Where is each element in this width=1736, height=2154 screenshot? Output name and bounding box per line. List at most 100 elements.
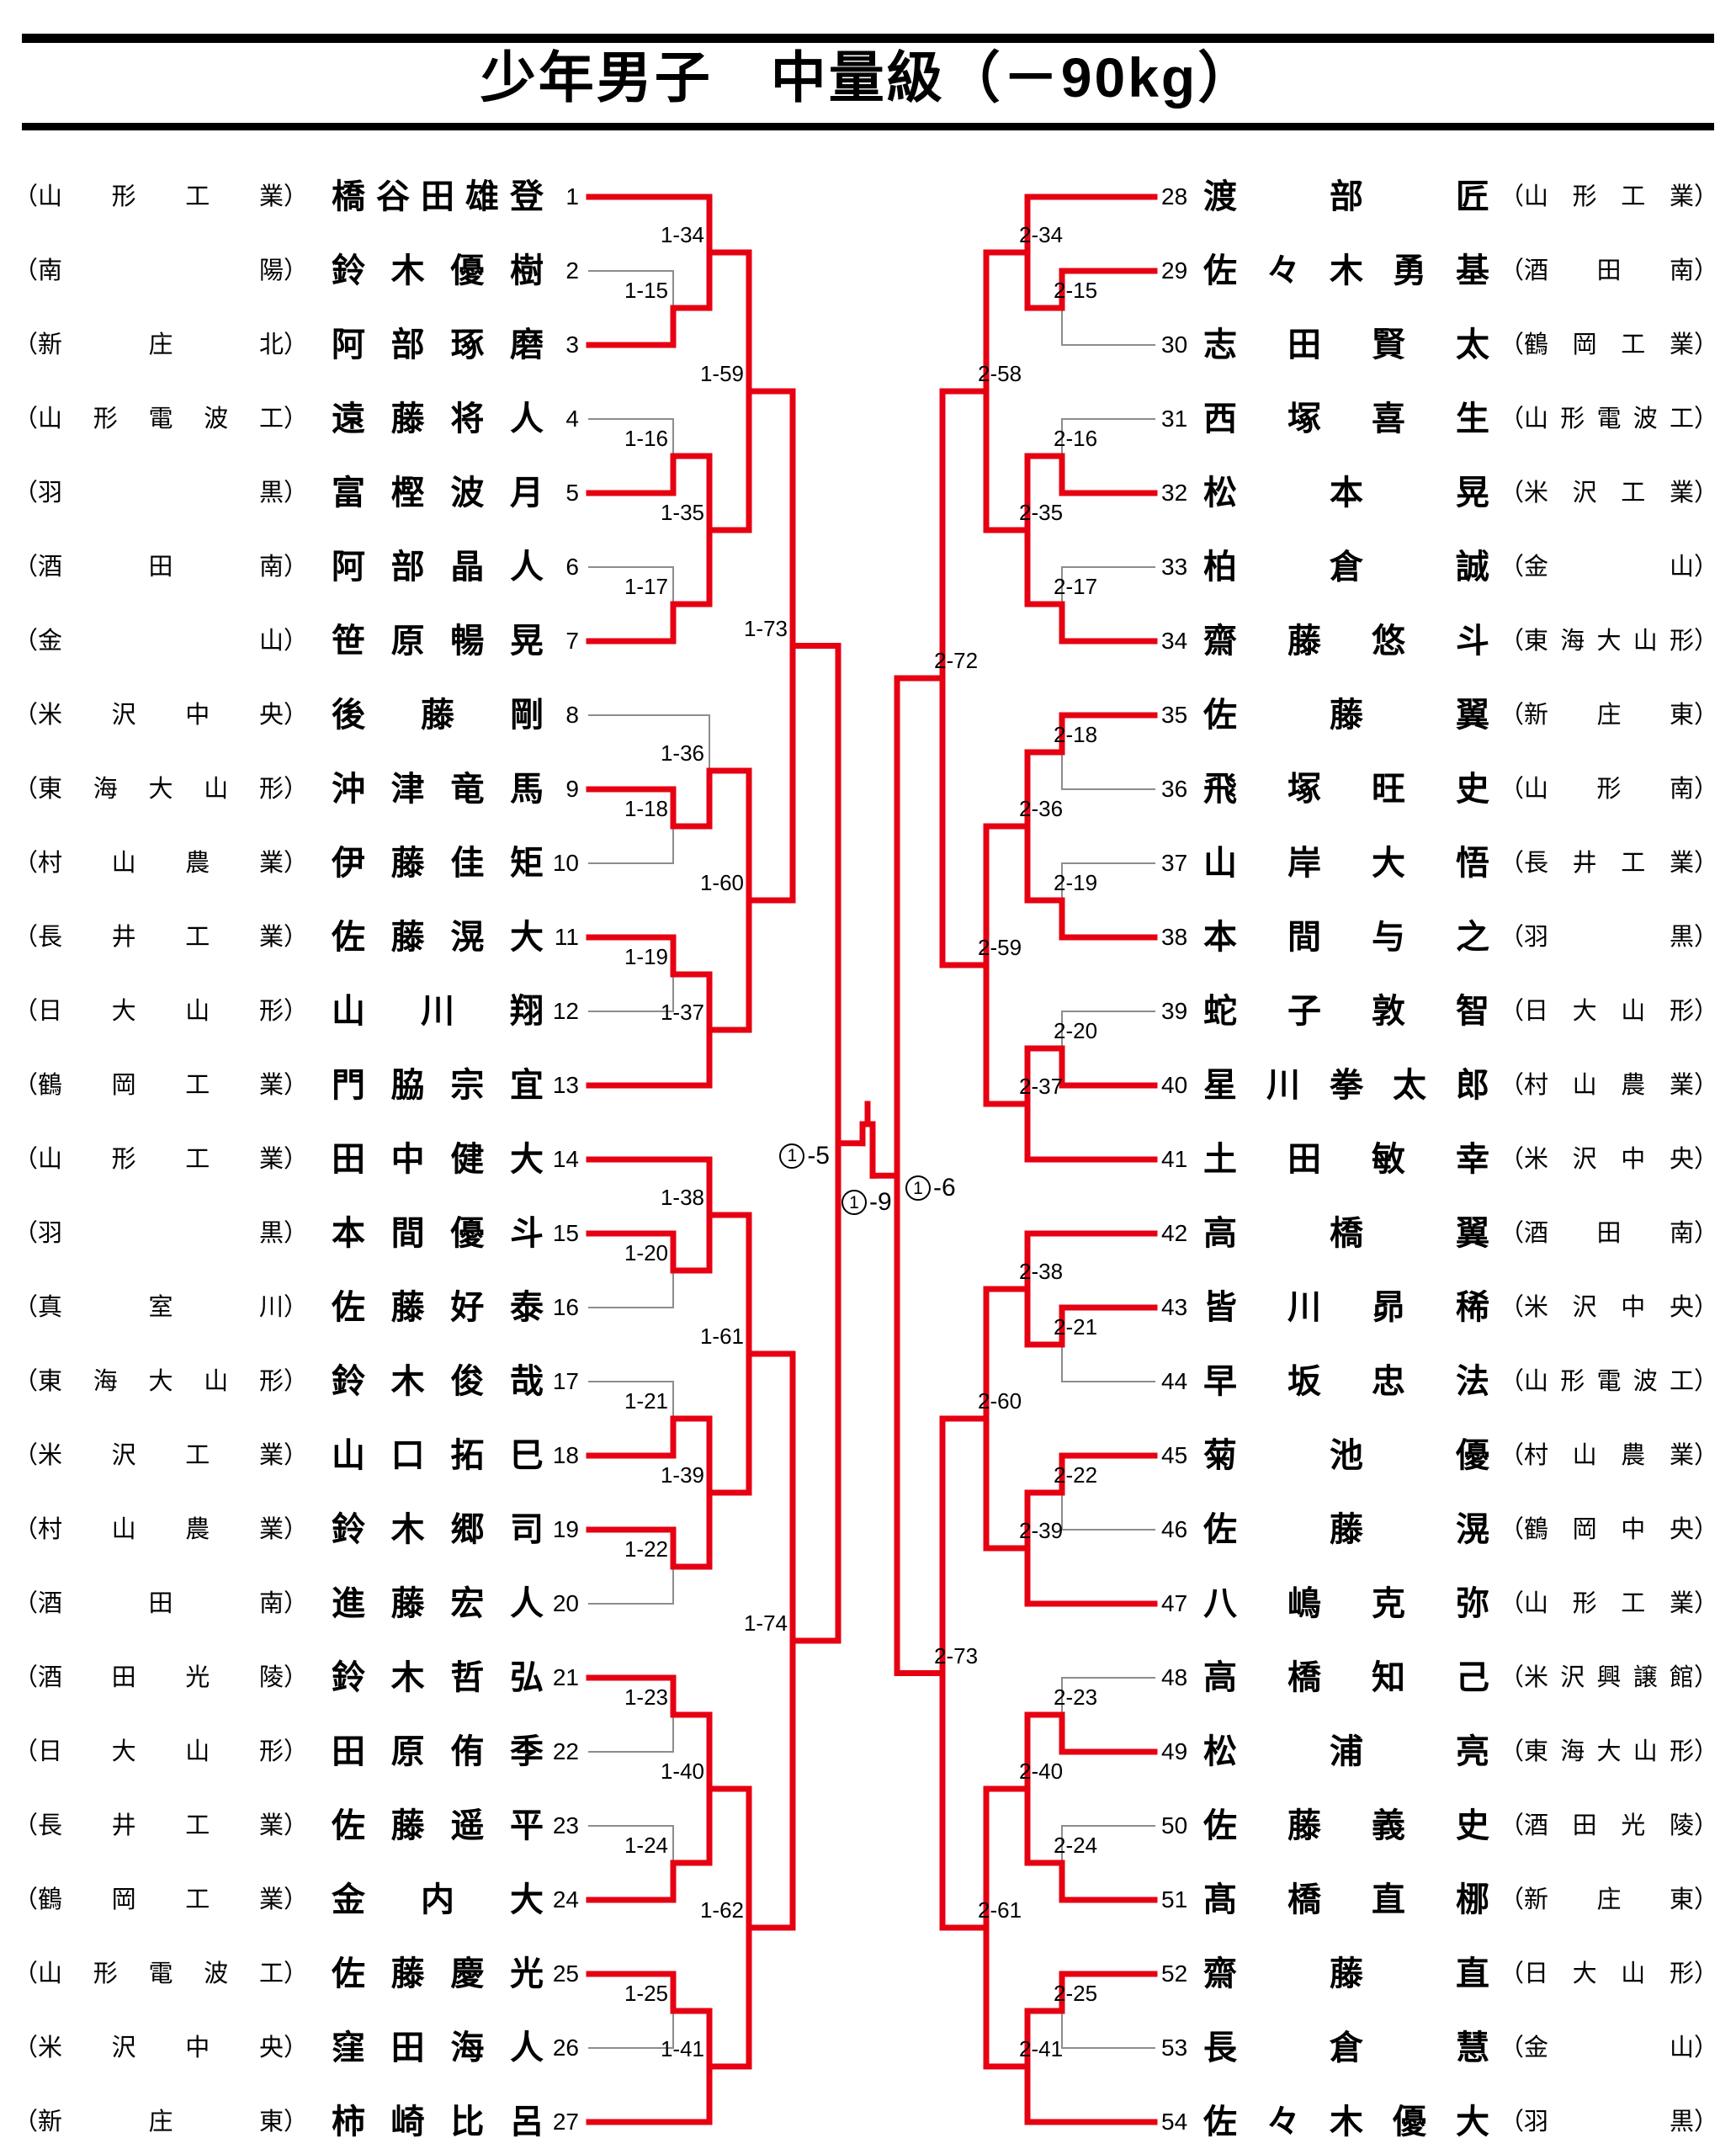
school-name: 南陽 <box>38 254 284 288</box>
seed-number: 29 <box>1161 257 1188 284</box>
paren: （ <box>13 183 39 210</box>
name-char: 忠 <box>1372 1362 1405 1400</box>
name-char: 橋 <box>1287 1881 1321 1918</box>
paren: ） <box>1693 776 1718 803</box>
match-label: 2-58 <box>978 361 1022 386</box>
name-char: 早 <box>1203 1362 1237 1400</box>
paren: （ <box>1500 480 1525 507</box>
paren: ） <box>283 1442 308 1469</box>
competitor-name: 佐藤義史 <box>1203 1807 1489 1844</box>
seed-number: 2 <box>565 257 579 284</box>
school-char: 田 <box>1596 1220 1622 1247</box>
school-char: 工 <box>1669 406 1694 432</box>
competitor-name: 門脇宗宜 <box>332 1067 544 1104</box>
name-char: 義 <box>1372 1806 1405 1844</box>
school-char: 大 <box>111 1738 136 1765</box>
match-label: 2-15 <box>1054 278 1098 303</box>
school-char: 井 <box>111 1812 136 1839</box>
seed-number: 1 <box>565 183 579 210</box>
name-char: 遥 <box>450 1806 485 1844</box>
school-name: 東海大山形 <box>1524 1735 1694 1769</box>
name-char: 優 <box>450 252 485 289</box>
seed-number: 5 <box>565 480 579 506</box>
school-char: 岡 <box>111 1886 136 1913</box>
name-char: 本 <box>1330 474 1363 512</box>
school-char: 大 <box>1572 1960 1597 1987</box>
school-char: 山 <box>1524 776 1549 803</box>
school-name: 米沢中央 <box>38 698 284 732</box>
competitor-name: 佐々木優大 <box>1203 2104 1489 2141</box>
school-char: 米 <box>1524 480 1549 507</box>
name-char: 梛 <box>1456 1881 1489 1918</box>
school-char: 業 <box>1669 332 1694 358</box>
school-char: 米 <box>1524 1294 1549 1321</box>
school-label: （長井工業） <box>13 920 308 954</box>
paren: ） <box>1693 480 1718 507</box>
paren: （ <box>13 1368 39 1395</box>
seed-number: 22 <box>552 1738 579 1764</box>
name-char: 田 <box>421 178 454 215</box>
school-char: 工 <box>185 1442 210 1469</box>
name-char: 土 <box>1203 1140 1237 1178</box>
paren: ） <box>1693 332 1718 358</box>
name-char: 阿 <box>332 548 365 586</box>
school-char: 酒 <box>1524 1220 1549 1247</box>
school-name: 村山農業 <box>38 1513 284 1547</box>
seed-number: 9 <box>565 776 579 802</box>
name-char: 生 <box>1456 400 1489 438</box>
paren: （ <box>1500 183 1525 210</box>
school-char: 業 <box>258 924 284 951</box>
name-char: 志 <box>1203 326 1237 363</box>
school-char: 村 <box>38 1516 63 1543</box>
name-char: 橋 <box>332 178 365 215</box>
school-char: 大 <box>111 998 136 1025</box>
school-char: 南 <box>258 554 284 581</box>
school-char: 山 <box>1621 1960 1646 1987</box>
match-label: 2-60 <box>978 1388 1022 1414</box>
match-label: 2-17 <box>1054 574 1098 599</box>
school-char: 井 <box>1572 850 1597 877</box>
paren: （ <box>13 1590 39 1617</box>
competitor-name: 窪田海人 <box>332 2029 544 2066</box>
school-label: （真室川） <box>13 1291 308 1324</box>
name-char: 巳 <box>509 1436 544 1474</box>
school-char: 電 <box>1596 406 1622 432</box>
name-char: 幸 <box>1456 1140 1489 1178</box>
competitor-name: 松本晃 <box>1203 475 1489 512</box>
name-char: 田 <box>1287 1140 1321 1178</box>
paren: ） <box>1693 1072 1718 1099</box>
competitor-name: 進藤宏人 <box>332 1585 544 1622</box>
match-label: 2-61 <box>978 1897 1022 1923</box>
name-char: 内 <box>421 1881 454 1918</box>
name-char: 塚 <box>1287 770 1321 808</box>
school-name: 米沢興譲館 <box>1524 1661 1694 1695</box>
school-char: 形 <box>111 183 136 210</box>
school-char: 形 <box>1669 1738 1694 1765</box>
school-char: 海 <box>1560 628 1585 655</box>
competitor-name: 田原侑季 <box>332 1733 544 1770</box>
paren: ） <box>283 702 308 729</box>
name-char: 侑 <box>450 1732 485 1770</box>
name-char: 浦 <box>1330 1732 1363 1770</box>
school-label: （日大山形） <box>13 1735 308 1769</box>
name-char: 佐 <box>332 1288 365 1326</box>
paren: ） <box>1693 1146 1718 1173</box>
school-label: （山形電波工） <box>13 402 308 436</box>
school-label: （羽黒） <box>1500 920 1718 954</box>
seed-number: 47 <box>1161 1590 1188 1616</box>
match-label: 2-34 <box>1019 222 1064 247</box>
school-char: 山 <box>204 1368 229 1395</box>
match-label: 1-59 <box>699 361 744 386</box>
paren: ） <box>283 183 308 210</box>
competitor-name: 佐藤好泰 <box>332 1289 544 1326</box>
school-name: 羽黒 <box>38 476 284 510</box>
paren: ） <box>1693 554 1718 581</box>
seed-number: 45 <box>1161 1442 1188 1468</box>
school-name: 日大山形 <box>1524 995 1694 1028</box>
school-label: （新庄東） <box>1500 698 1718 732</box>
school-name: 長井工業 <box>38 1809 284 1843</box>
name-char: 倉 <box>1330 548 1363 586</box>
name-char: 俊 <box>450 1362 485 1400</box>
school-name: 酒田南 <box>1524 254 1694 288</box>
competitor-name: 遠藤将人 <box>332 401 544 438</box>
